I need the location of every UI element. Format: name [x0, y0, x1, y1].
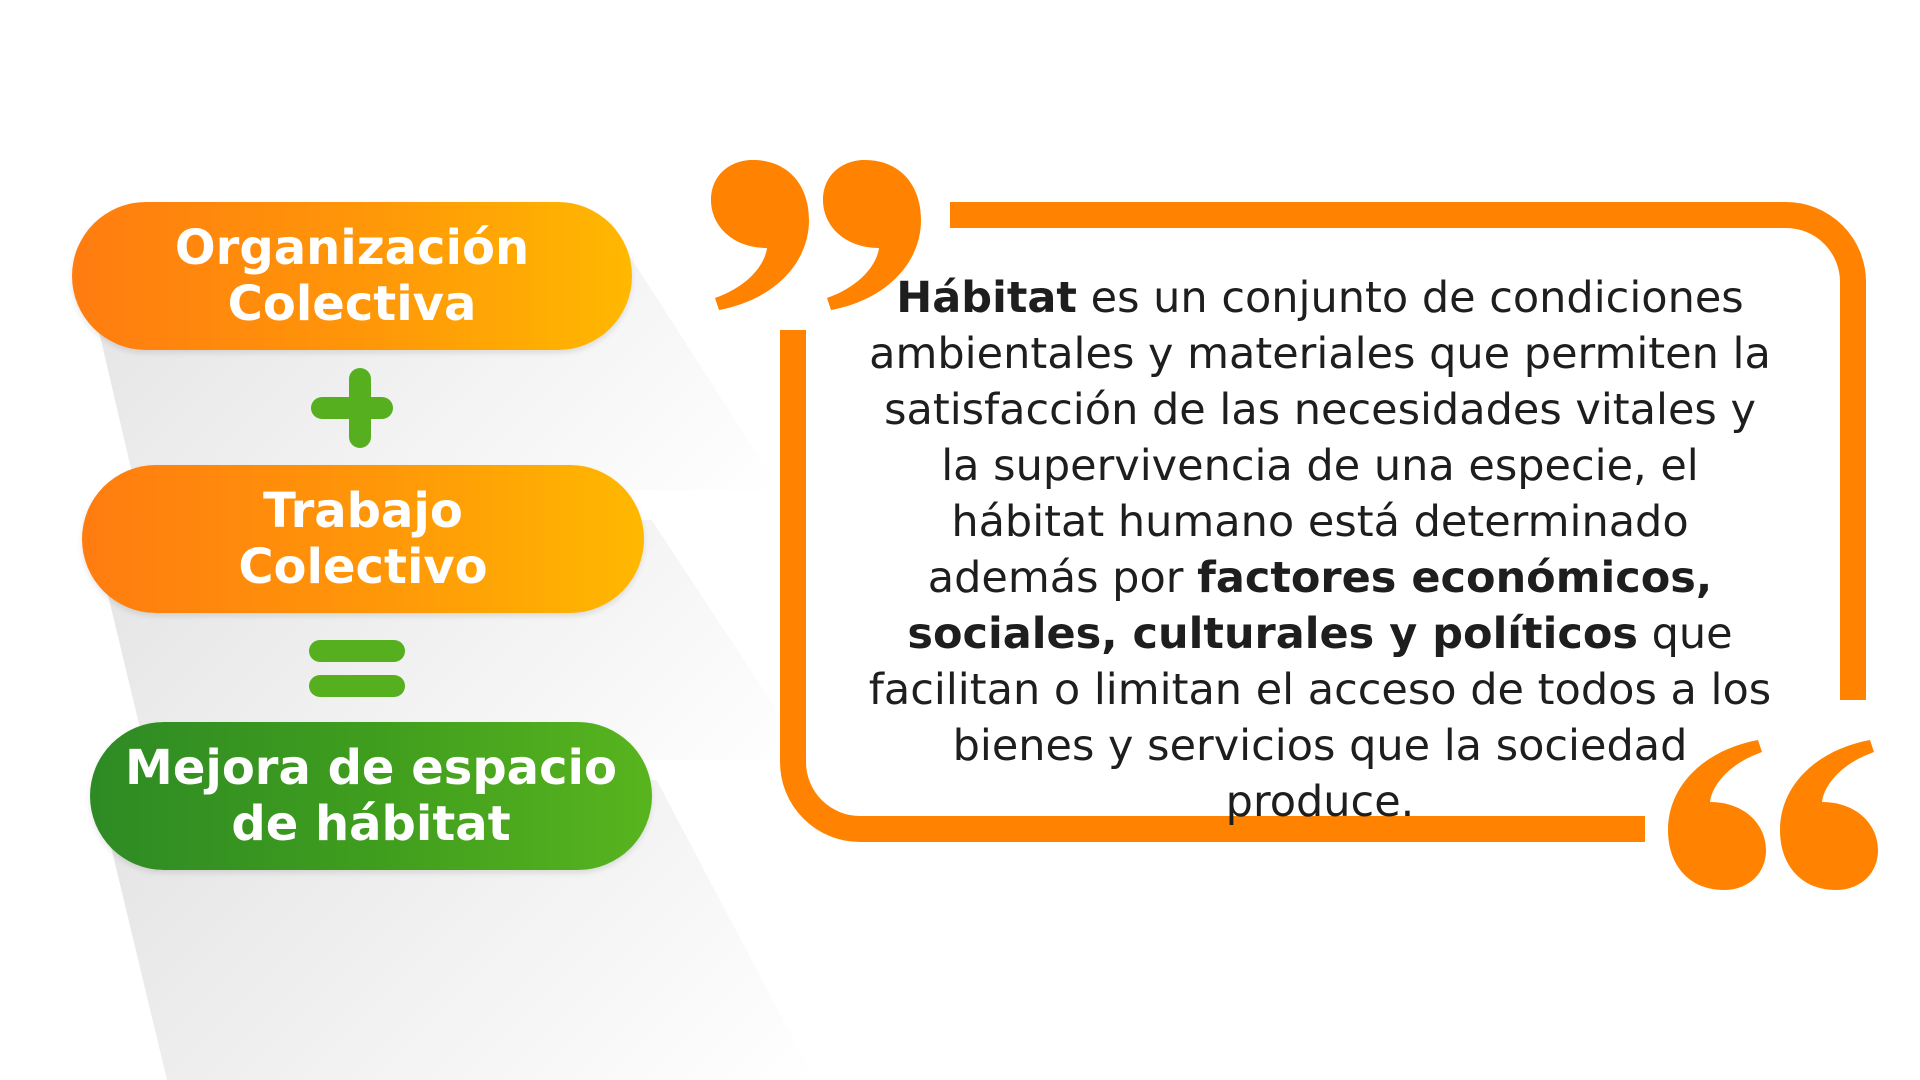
definition-part-1: es un conjunto de condiciones ambientale…: [869, 273, 1771, 603]
habitat-definition-text: Hábitat es un conjunto de condiciones am…: [860, 270, 1780, 830]
term-organizacion-colectiva: Organización Colectiva: [72, 202, 632, 350]
term-label: Organización Colectiva: [174, 220, 530, 332]
opening-quote-mark-icon: [1668, 740, 1878, 890]
term-trabajo-colectivo: Trabajo Colectivo: [82, 465, 644, 613]
closing-quote-mark-icon: [711, 160, 921, 310]
factors-highlight: factores económicos, sociales, culturale…: [907, 553, 1713, 659]
term-label: Trabajo Colectivo: [238, 483, 488, 595]
definition-part-2: que facilitan o limitan el acceso de tod…: [868, 609, 1772, 827]
result-label: Mejora de espacio de hábitat: [125, 740, 617, 852]
term-habitat: Hábitat: [896, 273, 1077, 323]
result-mejora-espacio-habitat: Mejora de espacio de hábitat: [90, 722, 652, 870]
